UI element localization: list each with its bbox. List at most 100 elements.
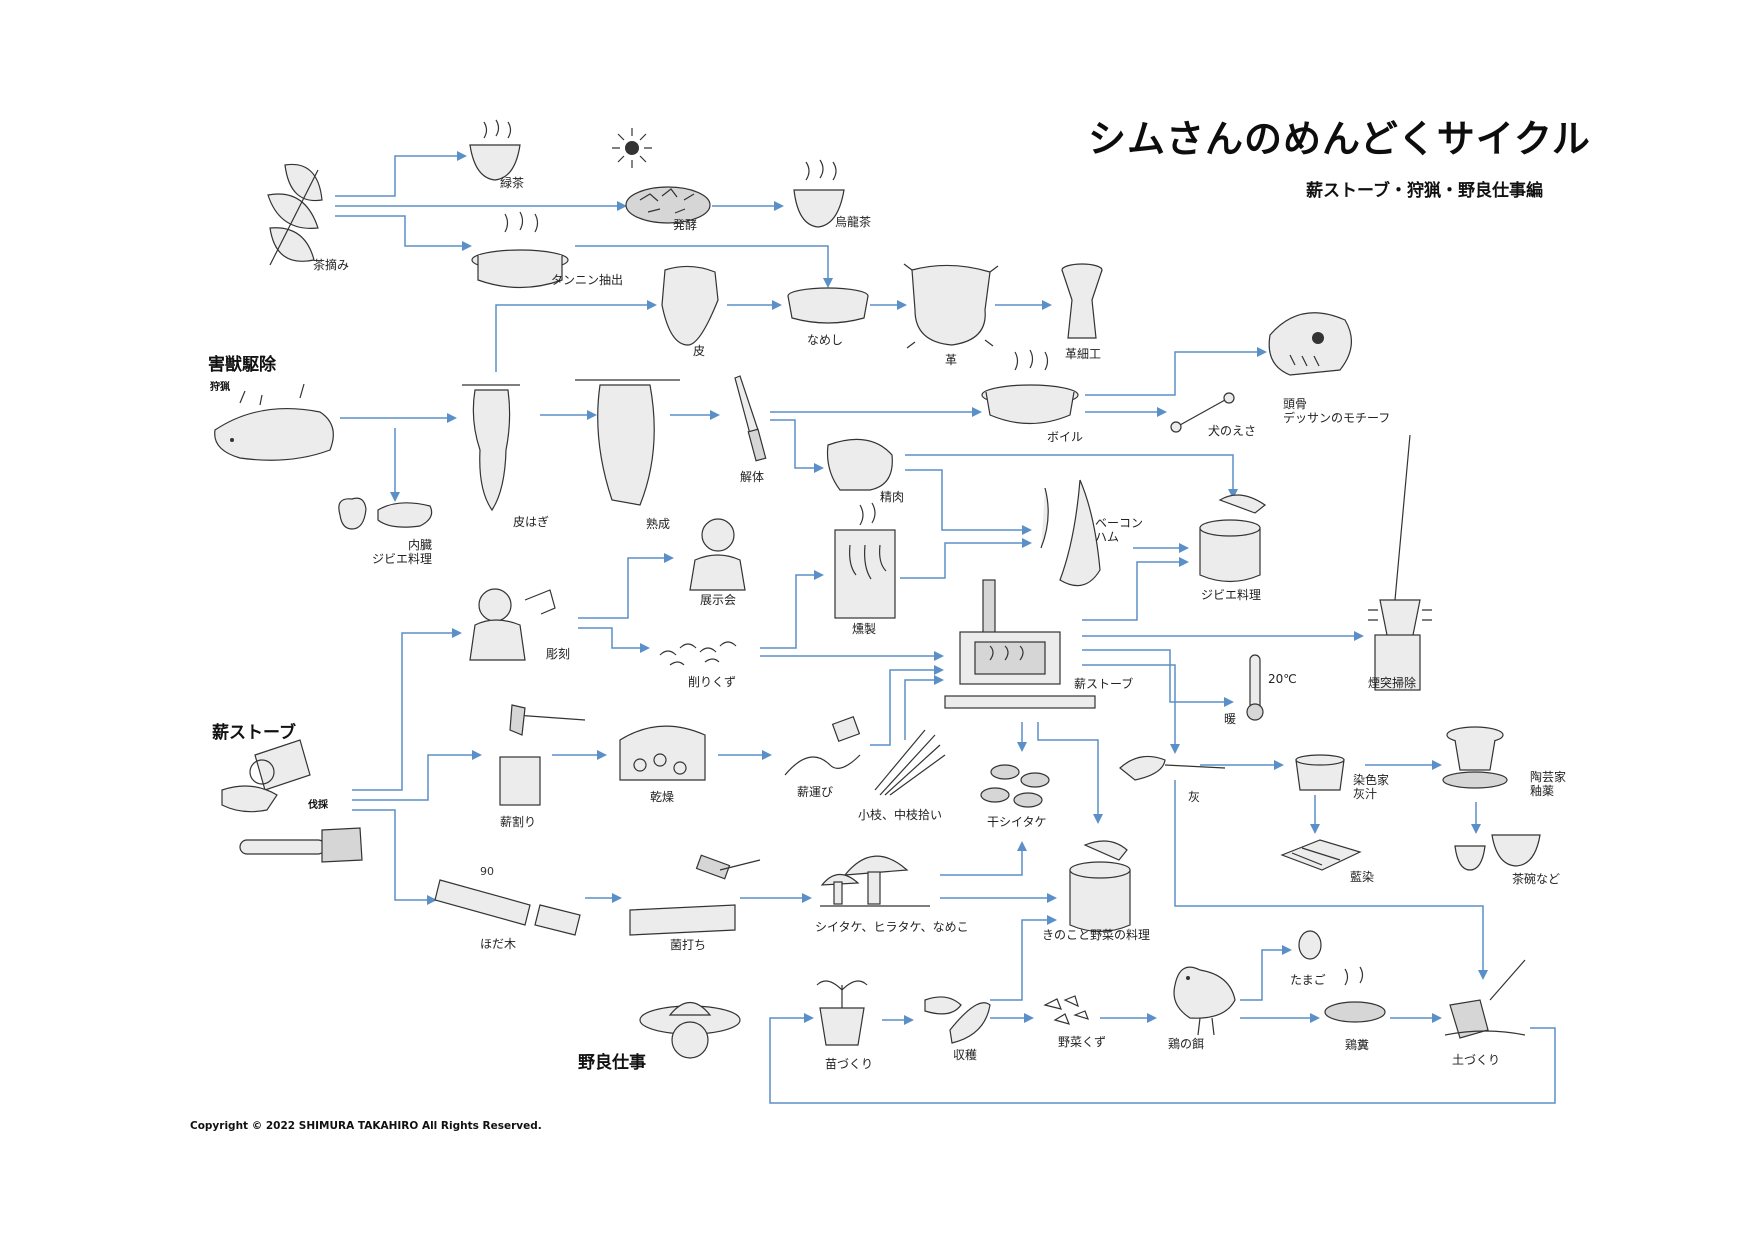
label-egg: たまご (1290, 973, 1326, 987)
label-inoculation: 菌打ち (670, 938, 707, 952)
tannin-pot-illustration (471, 211, 569, 289)
teabowls-illustration (1454, 834, 1541, 871)
arrow-mushrooms-shiitake (940, 841, 1027, 876)
chainsaw-illustration (239, 827, 363, 863)
log-length-label: 90 (480, 865, 494, 878)
label-mushroom-cooking: きのこと野菜の料理 (1042, 928, 1151, 942)
arrow-stove-ash (1082, 664, 1180, 754)
arrow-tea-greentea (335, 151, 467, 197)
boil-pot-illustration (981, 349, 1079, 425)
label-gibier-cooking: ジビエ料理 (1201, 588, 1262, 602)
label-warmth: 暖 (1224, 712, 1237, 726)
section-hunting: 狩猟 (210, 382, 230, 393)
section-pest-control: 害獣駆除 (208, 355, 276, 375)
label-logs: ほだ木 (480, 937, 517, 951)
aging-illustration (575, 379, 680, 506)
arrow-stove-warmth (1082, 649, 1234, 707)
woodpile-illustration (619, 725, 706, 781)
egg-illustration (1298, 930, 1322, 960)
label-butchering: 解体 (740, 470, 765, 484)
label-ash: 灰 (1188, 790, 1201, 804)
label-indigo: 藍染 (1350, 870, 1375, 884)
label-mushrooms: シイタケ、ヒラタケ、なめこ (815, 920, 969, 934)
label-dyer: 染色家 灰汁 (1353, 773, 1390, 801)
ash-scoop-illustration (1119, 755, 1226, 781)
label-carrying: 薪運び (797, 785, 834, 799)
arrow-carving-shavings (578, 627, 650, 653)
arrow-carving-exhibition (578, 553, 674, 619)
connectors (335, 151, 1556, 1104)
shavings-illustration (659, 641, 737, 666)
label-fermentation: 発酵 (673, 218, 698, 232)
arrow-meat-gibier (905, 454, 1238, 499)
offal-illustration (338, 497, 433, 530)
label-tannin: タンニン抽出 (551, 273, 624, 287)
smoker-illustration (834, 502, 896, 619)
exhibition-illustration (689, 518, 746, 591)
arrow-felling-carving (352, 628, 462, 791)
arrow-smoking-bacon (900, 538, 1032, 579)
skull-illustration (1268, 312, 1352, 376)
arrow-butcher-meat (770, 419, 824, 473)
label-carving: 彫刻 (546, 647, 571, 661)
section-field-work: 野良仕事 (578, 1053, 646, 1073)
chimney-brush-illustration (1368, 434, 1432, 691)
label-leather: 革 (945, 353, 958, 367)
label-splitting: 薪割り (500, 815, 537, 829)
carving-illustration (469, 588, 556, 661)
leather-illustration (903, 263, 999, 349)
arrow-soil-seedlings (769, 1013, 1556, 1104)
veg-scraps-illustration (1043, 995, 1089, 1025)
cooking-pot-illustration (1069, 840, 1131, 933)
section-wood-stove: 薪ストーブ (212, 723, 296, 743)
label-green-tea: 緑茶 (500, 176, 525, 190)
skinning-illustration (462, 384, 520, 512)
thermometer-illustration (1246, 654, 1264, 721)
bacon-ham-illustration (1040, 479, 1101, 587)
arrow-skinning-hide (495, 300, 657, 372)
label-leathercraft: 革細工 (1065, 347, 1102, 361)
felling-illustration (221, 739, 311, 813)
arrow-felling-logs (352, 809, 437, 905)
label-meat: 精肉 (880, 490, 905, 504)
arrow-tannin-tanning (575, 245, 833, 288)
diagram-title: シムさんのめんどくサイクル (1088, 117, 1591, 161)
diagram-subtitle: 薪ストーブ・狩猟・野良仕事編 (1306, 181, 1543, 201)
label-chicken-feed: 鶏の餌 (1168, 1037, 1205, 1051)
dyer-bucket-illustration (1295, 754, 1345, 791)
axe-illustration (499, 704, 586, 806)
illustrations: 90 (214, 119, 1541, 1059)
knife-illustration (734, 375, 767, 462)
boar-illustration (214, 383, 334, 461)
arrow-stove-cooking (1037, 722, 1103, 824)
label-skull: 頭骨 デッサンのモチーフ (1283, 397, 1391, 425)
hide-illustration (661, 265, 719, 346)
seedlings-illustration (816, 980, 868, 1046)
label-exhibition: 展示会 (700, 593, 737, 607)
arrow-stove-gibier (1082, 557, 1189, 621)
label-tea-picking: 茶摘み (313, 258, 350, 272)
arrow-twigs-stove (904, 675, 944, 740)
mushrooms-illustration (820, 855, 930, 907)
inoculation-illustration (629, 854, 761, 936)
label-seedlings: 苗づくり (825, 1057, 874, 1071)
dried-shiitake-illustration (980, 764, 1050, 808)
manure-illustration (1324, 966, 1386, 1023)
label-teabowls: 茶碗など (1512, 872, 1561, 886)
arrow-harvest-cooking (990, 915, 1057, 1001)
label-boil: ボイル (1047, 430, 1084, 444)
logs-illustration: 90 (434, 865, 581, 936)
arrow-meat-bacon (905, 469, 1032, 535)
label-hide: 皮 (693, 344, 706, 358)
arrow-felling-splitting (352, 750, 482, 801)
label-bacon-ham: ベーコン ハム (1095, 516, 1144, 544)
label-smoking: 燻製 (852, 622, 877, 636)
label-chicken-manure: 鶏糞 (1345, 1038, 1370, 1052)
potter-wheel-illustration (1442, 726, 1508, 789)
label-drying: 乾燥 (650, 790, 675, 804)
label-twigs: 小枝、中枝拾い (858, 808, 943, 822)
arrow-tea-tannin (335, 215, 472, 251)
label-shavings: 削りくず (688, 675, 737, 689)
